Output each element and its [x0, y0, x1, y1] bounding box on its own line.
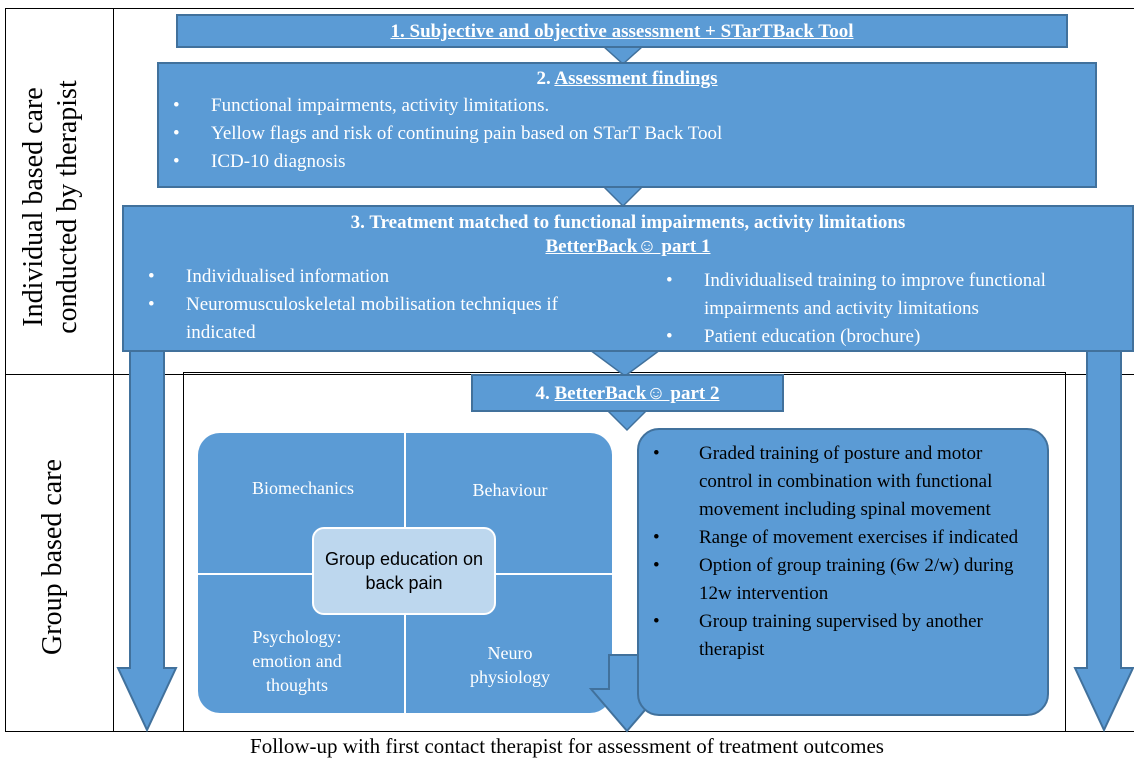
step3-box: 3. Treatment matched to functional impai… — [122, 205, 1134, 352]
step4-box: 4. BetterBack☺ part 2 — [471, 374, 784, 412]
step3-right-item: Patient education (brochure) — [652, 323, 1132, 351]
step2-item: ICD-10 diagnosis — [159, 148, 1095, 176]
arrow-4-below — [605, 409, 649, 432]
training-item: Range of movement exercises if indicated — [639, 524, 1035, 552]
step2-item: Functional impairments, activity limitat… — [159, 92, 1095, 120]
training-panel: Graded training of posture and motor con… — [637, 428, 1049, 716]
step3-title: 3. Treatment matched to functional impai… — [350, 212, 906, 233]
quadrant-biomechanics: Biomechanics — [252, 478, 354, 498]
quadrant-behaviour: Behaviour — [472, 480, 548, 500]
training-item: Group training supervised by another the… — [639, 608, 1035, 664]
quadrant-psychology: Psychology: emotion and thoughts — [252, 627, 342, 695]
step2-findings-list: Functional impairments, activity limitat… — [159, 92, 1095, 176]
step3-left-item: Individualised information — [134, 263, 604, 291]
step1-box: 1. Subjective and objective assessment +… — [176, 14, 1068, 48]
step3-right-item: Individualised training to improve funct… — [652, 267, 1132, 323]
training-item: Option of group training (6w 2/w) during… — [639, 552, 1035, 608]
step3-right-list: Individualised training to improve funct… — [652, 267, 1132, 351]
side-label-individual: Individual based care conducted by thera… — [18, 80, 83, 334]
group-education-center: Group education on back pain — [312, 527, 496, 615]
label-column-divider — [113, 8, 114, 732]
footer-text: Follow-up with first contact therapist f… — [250, 734, 884, 758]
step1-title: 1. Subjective and objective assessment +… — [390, 21, 854, 42]
step2-title: 2. Assessment findings — [536, 68, 718, 89]
training-list: Graded training of posture and motor con… — [639, 440, 1047, 664]
side-label-group: Group based care — [37, 459, 68, 655]
left-down-arrow — [116, 349, 178, 733]
step4-title: 4. BetterBack☺ part 2 — [535, 383, 720, 404]
step3-left-list: Individualised information Neuromusculos… — [134, 263, 604, 347]
step3-subtitle: BetterBack☺ part 1 — [545, 236, 711, 257]
right-down-arrow — [1073, 349, 1134, 733]
training-item: Graded training of posture and motor con… — [639, 440, 1035, 524]
step3-left-item: Neuromusculoskeletal mobilisation techni… — [134, 291, 604, 347]
step2-box: 2. Assessment findings Functional impair… — [157, 62, 1097, 188]
quadrant-neurophysiology: Neuro physiology — [469, 643, 550, 687]
step2-item: Yellow flags and risk of continuing pain… — [159, 120, 1095, 148]
